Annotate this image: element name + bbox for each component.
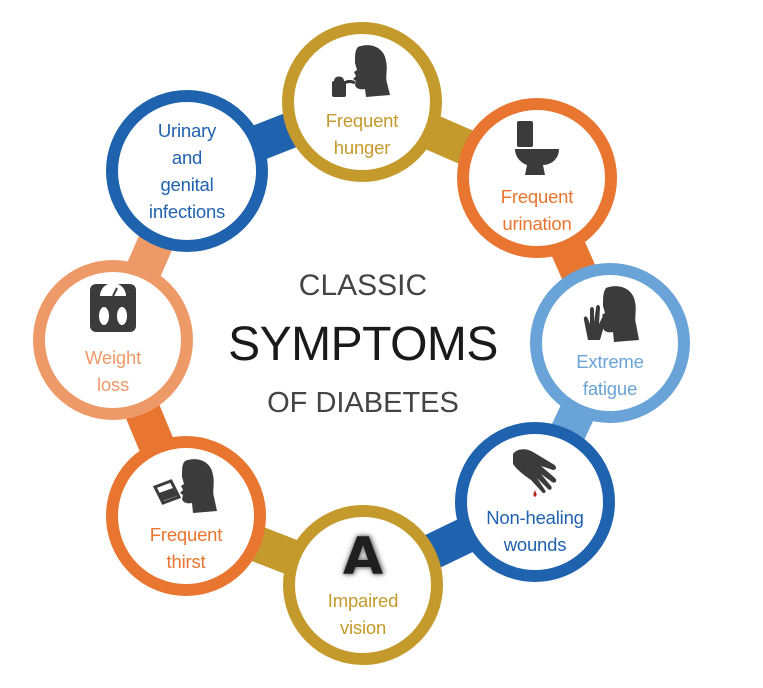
- symptom-label: Extreme fatigue: [576, 351, 644, 399]
- symptom-label: Urinary and genital infections: [148, 120, 226, 222]
- bathroom-scale-icon: [90, 283, 136, 332]
- symptom-weight-loss: Weight loss: [33, 260, 193, 420]
- toilet-icon: [515, 121, 559, 175]
- person-drinking-icon: [152, 459, 217, 513]
- person-yawning-icon: [583, 286, 639, 342]
- symptom-frequent-thirst: Frequent thirst: [106, 436, 266, 596]
- symptom-non-healing-wounds: Non-healing wounds: [455, 422, 615, 582]
- symptom-frequent-urination: Frequent urination: [457, 98, 617, 258]
- symptom-label: Impaired vision: [327, 590, 399, 638]
- symptom-label: Frequent urination: [500, 186, 574, 234]
- center-title-line3: OF DIABETES: [267, 387, 459, 419]
- symptom-label: Weight loss: [84, 347, 142, 395]
- symptom-label: Non-healing wounds: [486, 507, 584, 555]
- symptom-urinary-genital-infections: Urinary and genital infections: [106, 90, 268, 252]
- symptom-extreme-fatigue: Extreme fatigue: [530, 263, 690, 423]
- symptom-label: Frequent thirst: [149, 524, 223, 572]
- symptom-frequent-hunger: Frequent hunger: [282, 22, 442, 182]
- center-title-line1: CLASSIC: [298, 269, 428, 302]
- blurred-letter-a-icon: A: [342, 527, 384, 587]
- center-title-line2: SYMPTOMS: [228, 318, 498, 371]
- symptom-impaired-vision: A Impaired vision: [283, 505, 443, 665]
- person-eating-icon: [332, 45, 390, 97]
- symptom-label: Frequent hunger: [325, 110, 399, 158]
- bleeding-hand-icon: [513, 449, 557, 497]
